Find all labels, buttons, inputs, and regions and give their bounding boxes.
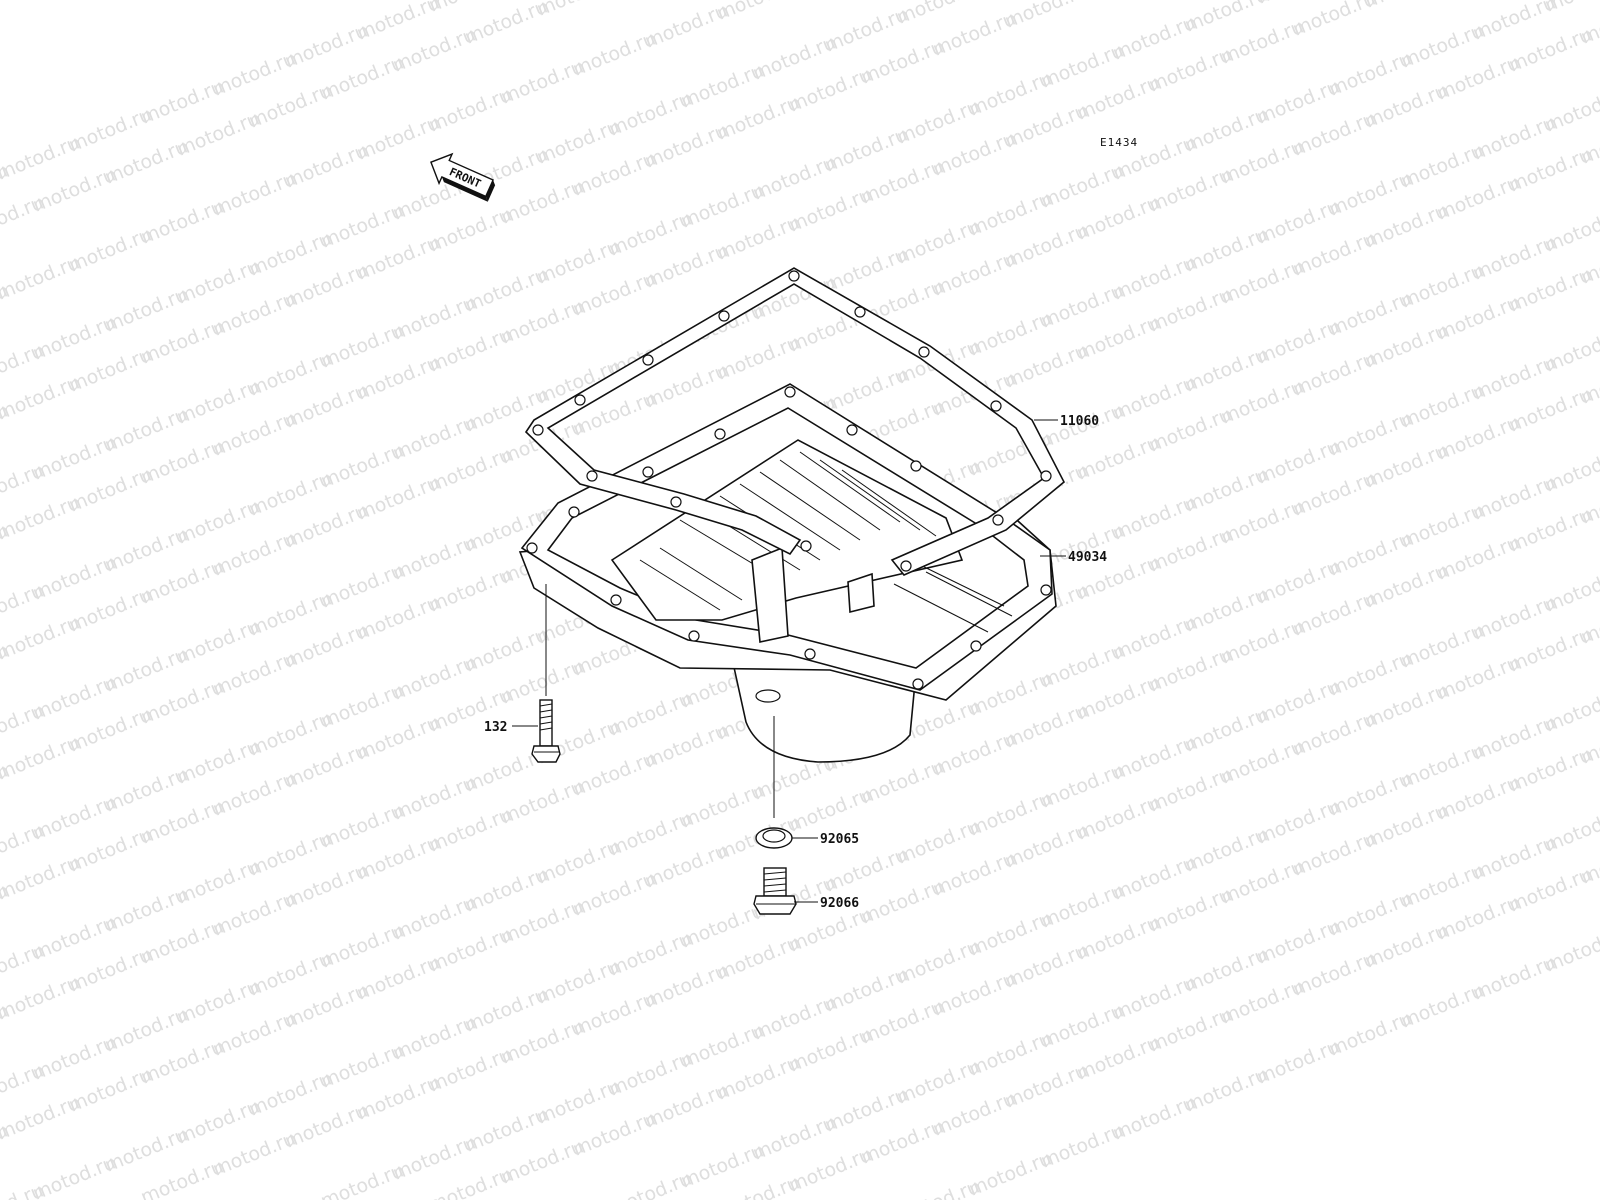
callout-washer: 92065: [820, 832, 859, 847]
callout-gasket: 11060: [1060, 414, 1099, 429]
watermark-text: motod.ru: [1002, 0, 1091, 33]
watermark-text: motod.ru: [1542, 444, 1600, 497]
callout-drain-plug: 92066: [820, 896, 859, 911]
drain-plug: [753, 867, 797, 915]
gasket-bolt-holes: [532, 270, 1052, 572]
watermark-text: motod.ru: [714, 0, 803, 25]
watermark-text: motod.ru: [1542, 84, 1600, 137]
oil-pan-bolt-holes: [526, 386, 1052, 690]
callout-bolt: 132: [484, 720, 507, 735]
watermark-text: motod.ru: [534, 0, 623, 21]
watermark-text: motod.ru: [1542, 324, 1600, 377]
watermark-text: motod.ru: [1542, 0, 1600, 17]
leader-lines: [512, 419, 1066, 903]
watermark-text: motod.ru: [1290, 0, 1379, 41]
drawing-code: E1434: [1100, 136, 1138, 149]
watermark-text: motod.ru: [1074, 0, 1163, 5]
washer: [755, 716, 793, 849]
watermark-text: motod.ru: [1542, 684, 1600, 737]
watermark-text: motod.ru: [1362, 0, 1451, 13]
watermark-text: motod.ru: [1542, 924, 1600, 977]
watermark-text: motod.ru: [1542, 204, 1600, 257]
bolt: [531, 584, 561, 763]
watermark-text: motod.ru: [1542, 804, 1600, 857]
gasket: [524, 267, 1066, 576]
watermark-text: motod.ru: [1542, 564, 1600, 617]
callout-oil-pan: 49034: [1068, 550, 1107, 565]
